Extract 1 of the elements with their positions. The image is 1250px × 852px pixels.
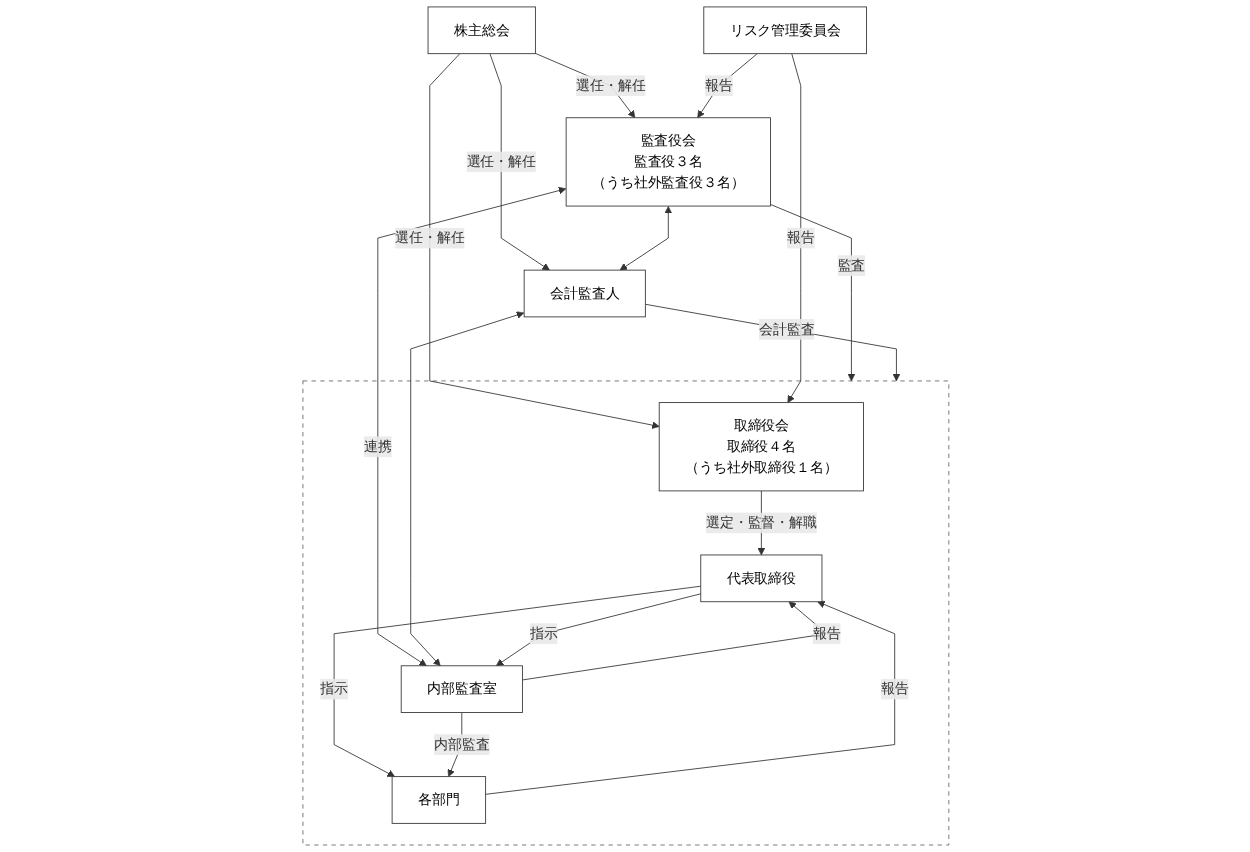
cluster — [301, 380, 949, 846]
